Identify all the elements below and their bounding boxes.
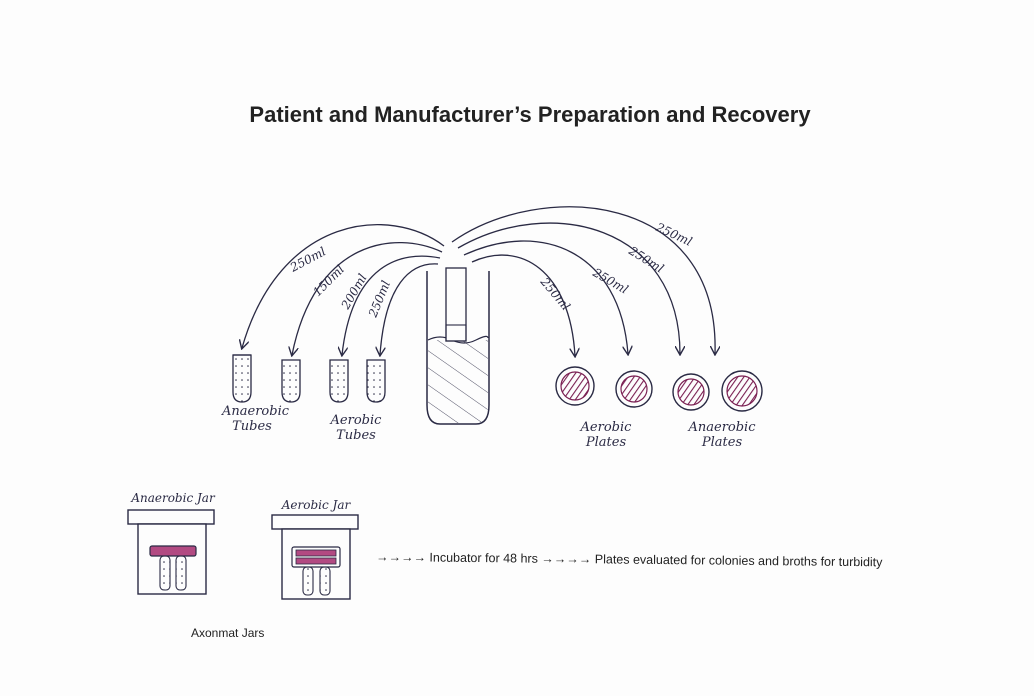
label-anaerobic-plates-line-2: Plates bbox=[701, 435, 743, 450]
label-aerobic-plates-line-2: Plates bbox=[585, 435, 627, 450]
volume-label-anaerobic-tube-2: 150ml bbox=[310, 262, 347, 299]
arrow-to-aerobic-plate-1 bbox=[471, 254, 575, 356]
volume-label-aerobic-tube-2: 250ml bbox=[365, 278, 393, 320]
label-aerobic-plates-line-1: Aerobic bbox=[580, 420, 632, 435]
jars-caption: Axonmat Jars bbox=[191, 626, 265, 640]
label-aerobic-tubes: Aerobic Tubes bbox=[326, 413, 386, 443]
aerobic-plate-1 bbox=[555, 366, 595, 406]
anaerobic-plate-2 bbox=[721, 370, 763, 412]
anaerobic-tube-2 bbox=[281, 359, 301, 403]
label-anaerobic-tubes-line-1: Anaerobic bbox=[222, 404, 290, 419]
label-aerobic-jar: Aerobic Jar bbox=[281, 498, 351, 512]
arrow-to-aerobic-plate-2 bbox=[463, 240, 628, 354]
label-aerobic-tubes-line-2: Tubes bbox=[336, 428, 376, 443]
volume-label-aerobic-plate-2: 250ml bbox=[590, 265, 631, 297]
anaerobic-plate-1 bbox=[672, 373, 710, 411]
arrow-to-anaerobic-tube-1 bbox=[242, 224, 445, 348]
label-anaerobic-tubes-line-2: Tubes bbox=[232, 419, 272, 434]
volume-label-anaerobic-plate-2: 250ml bbox=[653, 220, 695, 249]
arrow-to-aerobic-tube-2 bbox=[380, 263, 439, 355]
label-aerobic-plates: Aerobic Plates bbox=[574, 420, 638, 450]
arrow-to-anaerobic-tube-2 bbox=[292, 241, 443, 355]
aerobic-jar bbox=[271, 514, 359, 600]
arrow-to-anaerobic-plate-2 bbox=[451, 206, 715, 354]
aerobic-tube-2 bbox=[366, 359, 386, 403]
label-aerobic-tubes-line-1: Aerobic bbox=[330, 413, 382, 428]
volume-label-anaerobic-plate-1: 250ml bbox=[626, 243, 667, 276]
volume-label-aerobic-plate-1: 250ml bbox=[537, 274, 573, 313]
anaerobic-tube-1 bbox=[232, 354, 252, 403]
label-anaerobic-plates: Anaerobic Plates bbox=[682, 420, 762, 450]
label-anaerobic-plates-line-1: Anaerobic bbox=[688, 420, 756, 435]
source-vial bbox=[426, 267, 490, 425]
arrow-to-anaerobic-plate-1 bbox=[457, 222, 680, 354]
aerobic-plate-2 bbox=[615, 370, 653, 408]
label-anaerobic-tubes: Anaerobic Tubes bbox=[222, 404, 290, 434]
label-anaerobic-jar: Anaerobic Jar bbox=[131, 491, 215, 505]
arrow-to-aerobic-tube-1 bbox=[342, 255, 441, 355]
anaerobic-jar bbox=[127, 509, 215, 595]
diagram-title: Patient and Manufacturer’s Preparation a… bbox=[249, 102, 811, 127]
aerobic-tube-1 bbox=[329, 359, 349, 403]
volume-label-anaerobic-tube-1: 250ml bbox=[287, 244, 328, 275]
